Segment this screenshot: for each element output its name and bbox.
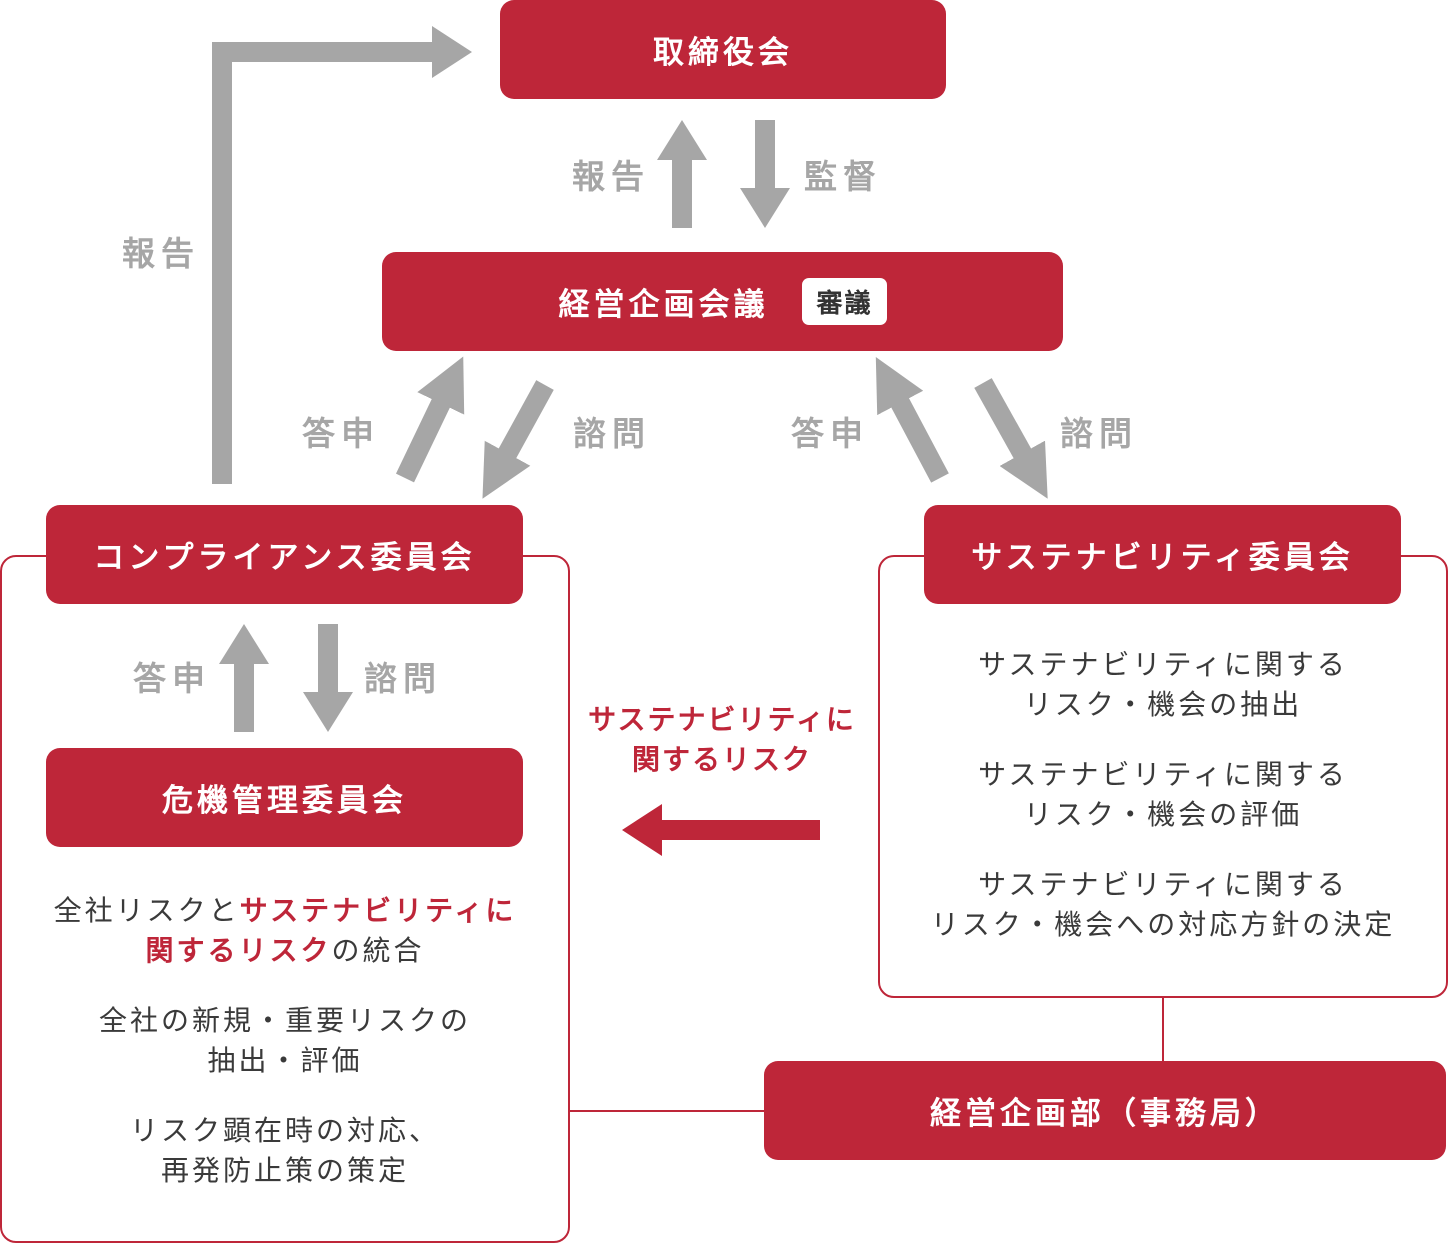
sustainability-item-policy-line1: サステナビリティに関する bbox=[978, 868, 1348, 901]
board-box[interactable]: 取締役会 bbox=[500, 0, 946, 99]
sustainability-committee-label: サステナビリティ委員会 bbox=[971, 540, 1354, 576]
crisis-item-integration-pre: 全社リスクと bbox=[53, 894, 240, 927]
consult-lower-arrow bbox=[303, 624, 353, 732]
deliberation-badge: 審議 bbox=[802, 278, 887, 325]
supervise-label: 監督 bbox=[804, 157, 882, 196]
consult-left-label: 諮問 bbox=[573, 414, 651, 453]
sustainability-item-policy-line2: リスク・機会への対応方針の決定 bbox=[930, 908, 1396, 941]
answer-right-arrow bbox=[875, 357, 949, 483]
sustainability-item-evaluation-line2: リスク・機会の評価 bbox=[1023, 798, 1303, 831]
crisis-committee-box[interactable]: 危機管理委員会 bbox=[46, 748, 523, 847]
secretariat-box[interactable]: 経営企画部（事務局） bbox=[764, 1061, 1446, 1160]
risk-flow-label-line2: 関するリスク bbox=[631, 743, 812, 776]
sustainability-item-extraction: サステナビリティに関する リスク・機会の抽出 bbox=[898, 645, 1428, 725]
planning-meeting-box[interactable]: 経営企画会議 審議 bbox=[382, 252, 1063, 351]
crisis-item-integration-post: の統合 bbox=[331, 934, 425, 967]
report-left-label: 報告 bbox=[122, 234, 200, 273]
crisis-item-response-line1: リスク顕在時の対応、 bbox=[129, 1114, 440, 1147]
compliance-committee-box[interactable]: コンプライアンス委員会 bbox=[46, 505, 523, 604]
compliance-panel bbox=[0, 555, 570, 1243]
sustainability-item-policy: サステナビリティに関する リスク・機会への対応方針の決定 bbox=[898, 865, 1428, 945]
sustainability-item-extraction-line1: サステナビリティに関する bbox=[978, 648, 1348, 681]
risk-flow-arrow bbox=[622, 804, 820, 856]
secretariat-label: 経営企画部（事務局） bbox=[930, 1096, 1280, 1132]
sustainability-panel bbox=[878, 555, 1448, 998]
sustainability-item-extraction-line2: リスク・機会の抽出 bbox=[1023, 688, 1303, 721]
crisis-item-integration-red2: 関するリスク bbox=[145, 934, 332, 967]
crisis-item-extraction-line1: 全社の新規・重要リスクの bbox=[98, 1004, 471, 1037]
answer-right-label: 答申 bbox=[791, 414, 869, 453]
consult-lower-label: 諮問 bbox=[364, 659, 442, 698]
risk-flow-label-line1: サステナビリティに bbox=[588, 703, 856, 736]
consult-right-label: 諮問 bbox=[1060, 414, 1138, 453]
crisis-item-response: リスク顕在時の対応、 再発防止策の策定 bbox=[20, 1111, 550, 1191]
compliance-committee-label: コンプライアンス委員会 bbox=[93, 540, 476, 576]
sustainability-item-evaluation: サステナビリティに関する リスク・機会の評価 bbox=[898, 755, 1428, 835]
supervise-down-arrow bbox=[740, 120, 790, 228]
sustainability-item-evaluation-line1: サステナビリティに関する bbox=[978, 758, 1348, 791]
answer-left-label: 答申 bbox=[302, 414, 380, 453]
report-top-label: 報告 bbox=[572, 157, 650, 196]
risk-flow-label: サステナビリティに 関するリスク bbox=[588, 700, 856, 780]
crisis-item-extraction: 全社の新規・重要リスクの 抽出・評価 bbox=[20, 1001, 550, 1081]
crisis-item-integration: 全社リスクとサステナビリティに 関するリスクの統合 bbox=[20, 891, 550, 971]
answer-left-arrow bbox=[395, 356, 465, 483]
answer-lower-label: 答申 bbox=[133, 659, 211, 698]
crisis-item-response-line2: 再発防止策の策定 bbox=[160, 1154, 409, 1187]
report-up-arrow bbox=[657, 120, 707, 228]
crisis-item-extraction-line2: 抽出・評価 bbox=[207, 1044, 363, 1077]
sustainability-committee-box[interactable]: サステナビリティ委員会 bbox=[924, 505, 1401, 604]
planning-meeting-label: 経営企画会議 bbox=[558, 287, 769, 323]
crisis-committee-label: 危機管理委員会 bbox=[162, 783, 407, 819]
answer-lower-arrow bbox=[219, 624, 269, 732]
board-label: 取締役会 bbox=[653, 35, 793, 71]
consult-right-arrow bbox=[974, 378, 1048, 499]
consult-left-arrow bbox=[482, 380, 554, 499]
crisis-item-integration-red1: サステナビリティに bbox=[239, 894, 517, 927]
